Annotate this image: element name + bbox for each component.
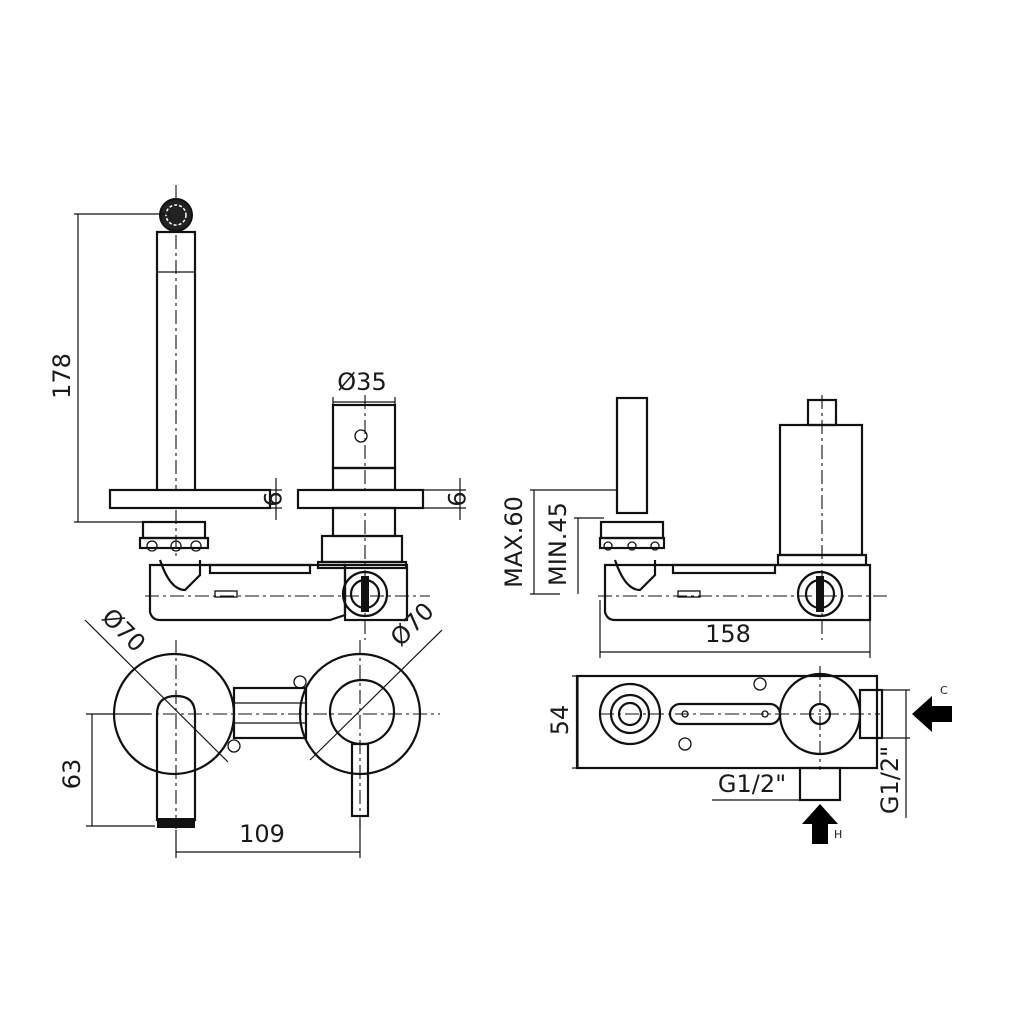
cold-inlet-arrow-icon: [912, 696, 952, 732]
label-handle-diameter: Ø35: [337, 368, 386, 396]
label-cold-connection: G1/2": [876, 746, 904, 814]
label-min-depth: MIN.45: [544, 502, 572, 586]
body-outline: [575, 674, 879, 770]
spout-head: [159, 198, 193, 232]
dim-flange-left: 9: [258, 478, 286, 520]
front-view: [108, 185, 430, 640]
dim-min-depth: MIN.45: [544, 502, 604, 594]
label-spout-plate-diameter: Ø70: [96, 603, 151, 658]
cartridge-housing: [778, 423, 864, 557]
spout-wall-plate: [108, 488, 272, 510]
dim-flange-right: 9: [423, 478, 470, 520]
dim-hot-connection: G1/2": [712, 770, 800, 801]
dim-body-length: 158: [599, 600, 871, 658]
label-handle-plate-diameter: Ø70: [385, 597, 440, 652]
dim-body-width: 54: [546, 675, 586, 769]
label-flange-left: 9: [258, 491, 286, 506]
dim-cold-connection: G1/2": [876, 689, 910, 818]
label-centre-distance: 109: [239, 820, 285, 848]
label-hot-connection: G1/2": [718, 770, 786, 798]
label-max-depth: MAX.60: [500, 496, 528, 588]
label-body-length: 158: [705, 620, 751, 648]
plan-view-right: [575, 666, 884, 802]
dim-handle-diameter: Ø35: [332, 368, 396, 408]
hot-inlet-arrow-icon: [802, 804, 838, 844]
plan-view-left: [84, 619, 443, 830]
handle-wall-plate: [296, 488, 425, 510]
label-spout-projection: 63: [58, 759, 86, 790]
dim-max-depth: MAX.60: [500, 489, 617, 595]
label-cold: C: [940, 684, 948, 697]
label-body-width: 54: [546, 705, 574, 736]
label-spout-height: 178: [48, 353, 76, 399]
side-view: [598, 395, 888, 640]
dim-spout-height: 178: [48, 213, 170, 523]
dim-centre-distance: 109: [175, 820, 361, 858]
concealed-body: [148, 563, 347, 622]
dim-spout-projection: 63: [58, 713, 155, 827]
label-hot: H: [834, 828, 842, 841]
handle-plate: [298, 652, 422, 776]
label-flange-right: 9: [442, 491, 470, 506]
handle-cap: [331, 403, 397, 470]
